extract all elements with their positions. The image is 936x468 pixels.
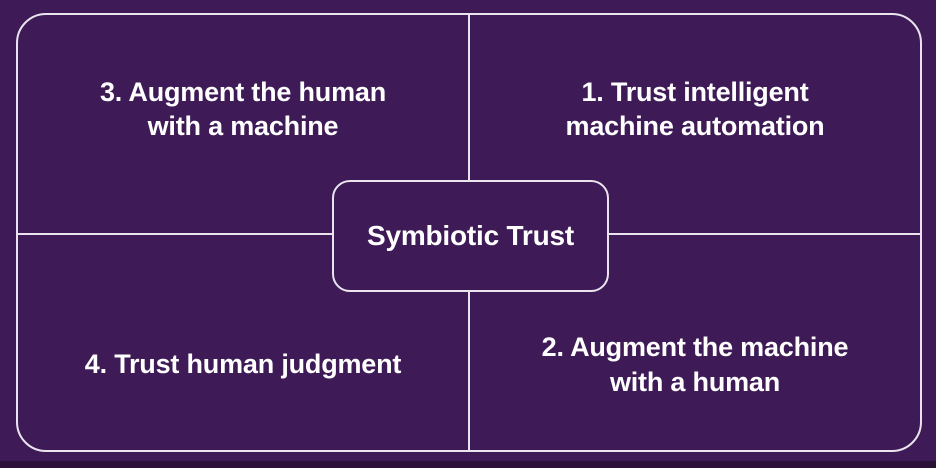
quadrant-bottom-left-label: 4. Trust human judgment (84, 349, 402, 380)
quadrant-bottom-right-label: 2. Augment the machine with a human (541, 332, 849, 397)
quadrant-top-left-label: 3. Augment the human with a machine (99, 76, 386, 141)
center-node-label: Symbiotic Trust (366, 220, 575, 251)
bottom-band (0, 461, 936, 468)
quadrant-top-right-label: 1. Trust intelligent machine automation (565, 76, 825, 141)
quadrant-top-left[interactable]: 3. Augment the human with a machine (18, 15, 468, 233)
quadrant-top-right[interactable]: 1. Trust intelligent machine automation (470, 15, 920, 233)
center-node[interactable]: Symbiotic Trust (332, 180, 609, 292)
quadrant-bottom-left[interactable]: 4. Trust human judgment (18, 235, 468, 450)
quadrant-bottom-right[interactable]: 2. Augment the machine with a human (470, 235, 920, 450)
